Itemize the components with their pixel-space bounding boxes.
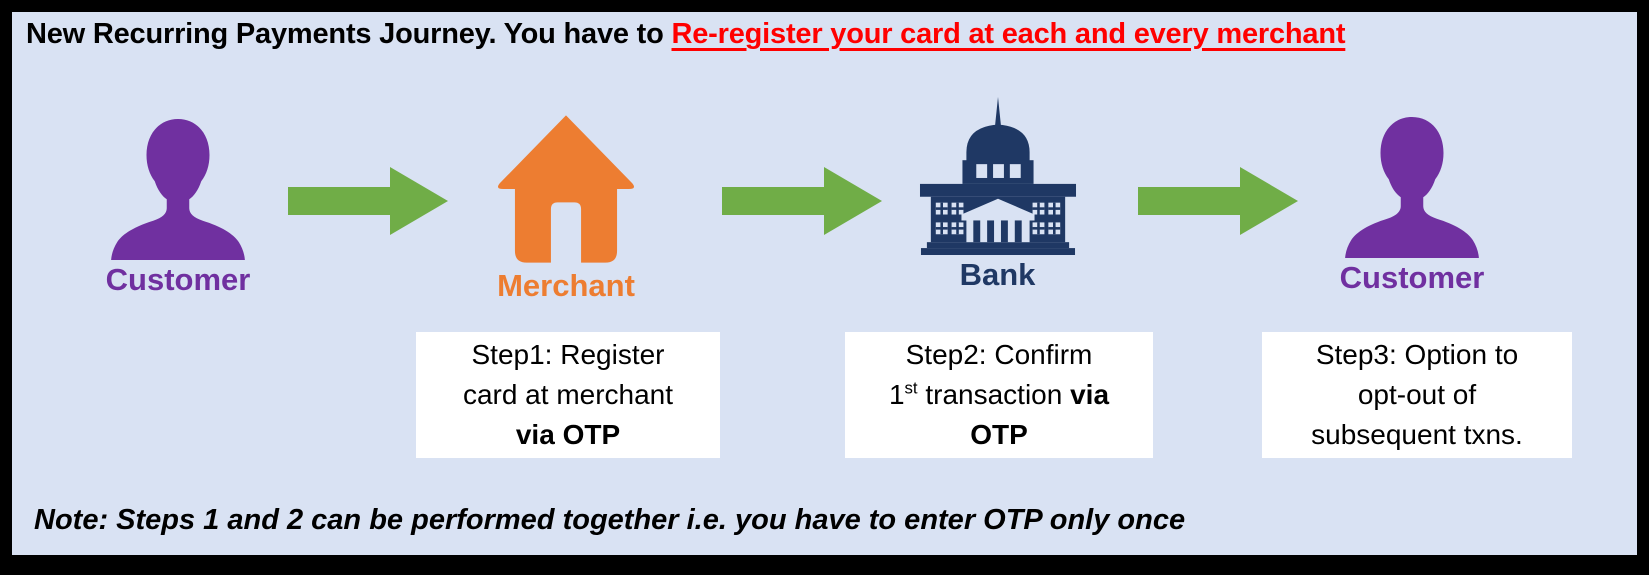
slide-canvas: New Recurring Payments Journey. You have… [12, 12, 1637, 555]
node-customer-2: Customer [1332, 114, 1492, 295]
node-label-customer-1: Customer [105, 262, 251, 297]
person-icon [111, 119, 245, 260]
node-label-bank: Bank [959, 257, 1036, 292]
node-label-customer-2: Customer [1339, 260, 1485, 295]
flow-arrow-3 [1138, 167, 1298, 235]
house-icon [497, 115, 635, 263]
node-customer-1: Customer [98, 116, 258, 297]
node-merchant: Merchant [481, 112, 651, 303]
note-text: Note: Steps 1 and 2 can be performed tog… [34, 504, 1186, 536]
flow-arrow-1 [288, 167, 448, 235]
title-highlight: Re-register your card at each and every … [671, 18, 1346, 50]
title-text: New Recurring Payments Journey. You have… [26, 18, 672, 50]
flow-arrow-2 [722, 167, 882, 235]
person-icon [1345, 117, 1479, 258]
page-title: New Recurring Payments Journey. You have… [26, 18, 1346, 51]
bank-icon [919, 97, 1076, 255]
node-bank: Bank [900, 97, 1095, 292]
node-label-merchant: Merchant [497, 268, 635, 303]
